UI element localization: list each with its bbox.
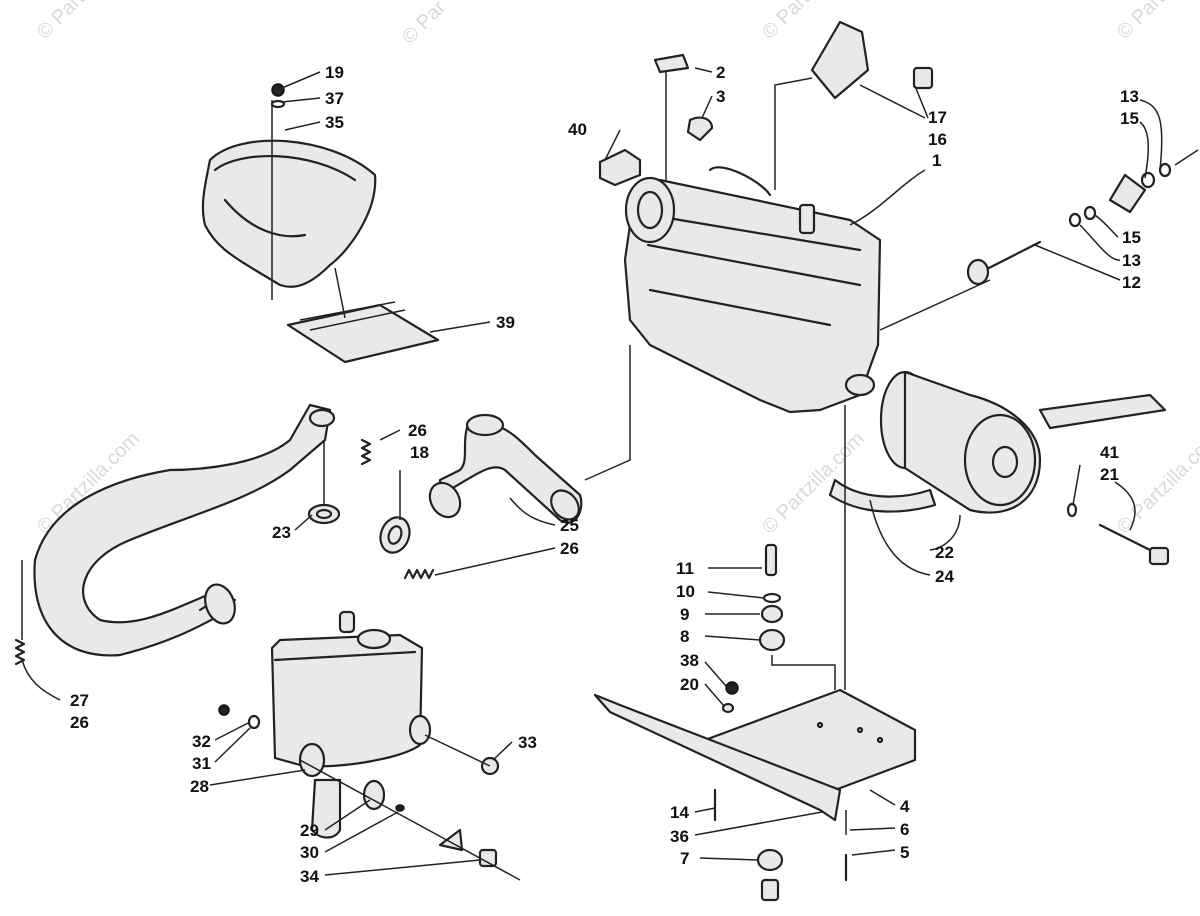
callout-13b: 13 bbox=[1122, 251, 1141, 270]
callout-32: 32 bbox=[192, 732, 211, 751]
motor-plate-4 bbox=[703, 688, 917, 792]
callout-9: 9 bbox=[680, 605, 689, 624]
screw-19 bbox=[271, 83, 285, 97]
ring-18 bbox=[379, 516, 411, 554]
callout-21: 21 bbox=[1100, 465, 1119, 484]
callout-37: 37 bbox=[325, 89, 344, 108]
callout-19: 19 bbox=[325, 63, 344, 82]
callout-2: 2 bbox=[716, 63, 725, 82]
watermark-top: © Par bbox=[398, 0, 450, 49]
callout-30: 30 bbox=[300, 843, 319, 862]
callout-7: 7 bbox=[680, 849, 689, 868]
callout-41: 41 bbox=[1100, 443, 1119, 462]
callout-10: 10 bbox=[676, 582, 695, 601]
hardware-29-34 bbox=[218, 704, 521, 881]
callout-39: 39 bbox=[496, 313, 515, 332]
bolt-21 bbox=[1066, 502, 1170, 566]
callout-40: 40 bbox=[568, 120, 587, 139]
callout-18: 18 bbox=[410, 443, 429, 462]
bracket-36 bbox=[593, 693, 842, 822]
watermark: © Partzilla.com bbox=[1113, 0, 1200, 44]
callout-23: 23 bbox=[272, 523, 291, 542]
exhaust-manifold-25 bbox=[428, 413, 583, 524]
callout-25: 25 bbox=[560, 516, 579, 535]
callout-16: 16 bbox=[928, 130, 947, 149]
mount-hardware bbox=[713, 405, 848, 902]
callout-29: 29 bbox=[300, 821, 319, 840]
engine-1 bbox=[623, 166, 882, 414]
leader-lines bbox=[21, 67, 1163, 876]
callout-3: 3 bbox=[716, 87, 725, 106]
callout-33: 33 bbox=[518, 733, 537, 752]
callout-28: 28 bbox=[190, 777, 209, 796]
callout-15b: 15 bbox=[1122, 228, 1141, 247]
watermark: © Partzilla.com bbox=[33, 0, 144, 44]
grommet-23 bbox=[307, 440, 341, 525]
parts-2-3-40-16-17 bbox=[598, 20, 934, 190]
callout-27: 27 bbox=[70, 691, 89, 710]
callout-26c: 26 bbox=[70, 713, 89, 732]
callout-12: 12 bbox=[1122, 273, 1141, 292]
callout-4: 4 bbox=[900, 797, 910, 816]
callout-17: 17 bbox=[928, 108, 947, 127]
side-hardware bbox=[879, 149, 1199, 331]
callout-labels: 1 2 3 4 5 6 7 8 9 10 11 12 13 13 14 15 1… bbox=[70, 63, 1141, 886]
callout-36: 36 bbox=[670, 827, 689, 846]
callout-13a: 13 bbox=[1120, 87, 1139, 106]
callout-11: 11 bbox=[676, 559, 694, 578]
callout-34: 34 bbox=[300, 867, 319, 886]
air-silencer-shield bbox=[201, 100, 377, 300]
washer-37 bbox=[270, 99, 286, 109]
callout-35: 35 bbox=[325, 113, 344, 132]
muffler-28 bbox=[270, 610, 432, 839]
callout-8: 8 bbox=[680, 627, 689, 646]
exhaust-pipe-27 bbox=[33, 403, 336, 657]
callout-20: 20 bbox=[680, 675, 699, 694]
callout-24: 24 bbox=[935, 567, 954, 586]
callout-6: 6 bbox=[900, 820, 909, 839]
callout-26b: 26 bbox=[560, 539, 579, 558]
callout-1: 1 bbox=[932, 151, 941, 170]
callout-14: 14 bbox=[670, 803, 689, 822]
callout-38: 38 bbox=[680, 651, 699, 670]
drive-clutch-22 bbox=[828, 370, 1167, 514]
callout-26a: 26 bbox=[408, 421, 427, 440]
watermark: © Partzilla.com bbox=[758, 428, 869, 539]
callout-15a: 15 bbox=[1120, 109, 1139, 128]
spring-26 bbox=[14, 438, 435, 666]
decal-39 bbox=[286, 267, 440, 364]
callout-31: 31 bbox=[192, 754, 211, 773]
watermark: © Partzilla.com bbox=[1113, 428, 1200, 539]
callout-22: 22 bbox=[935, 543, 954, 562]
callout-5: 5 bbox=[900, 843, 909, 862]
